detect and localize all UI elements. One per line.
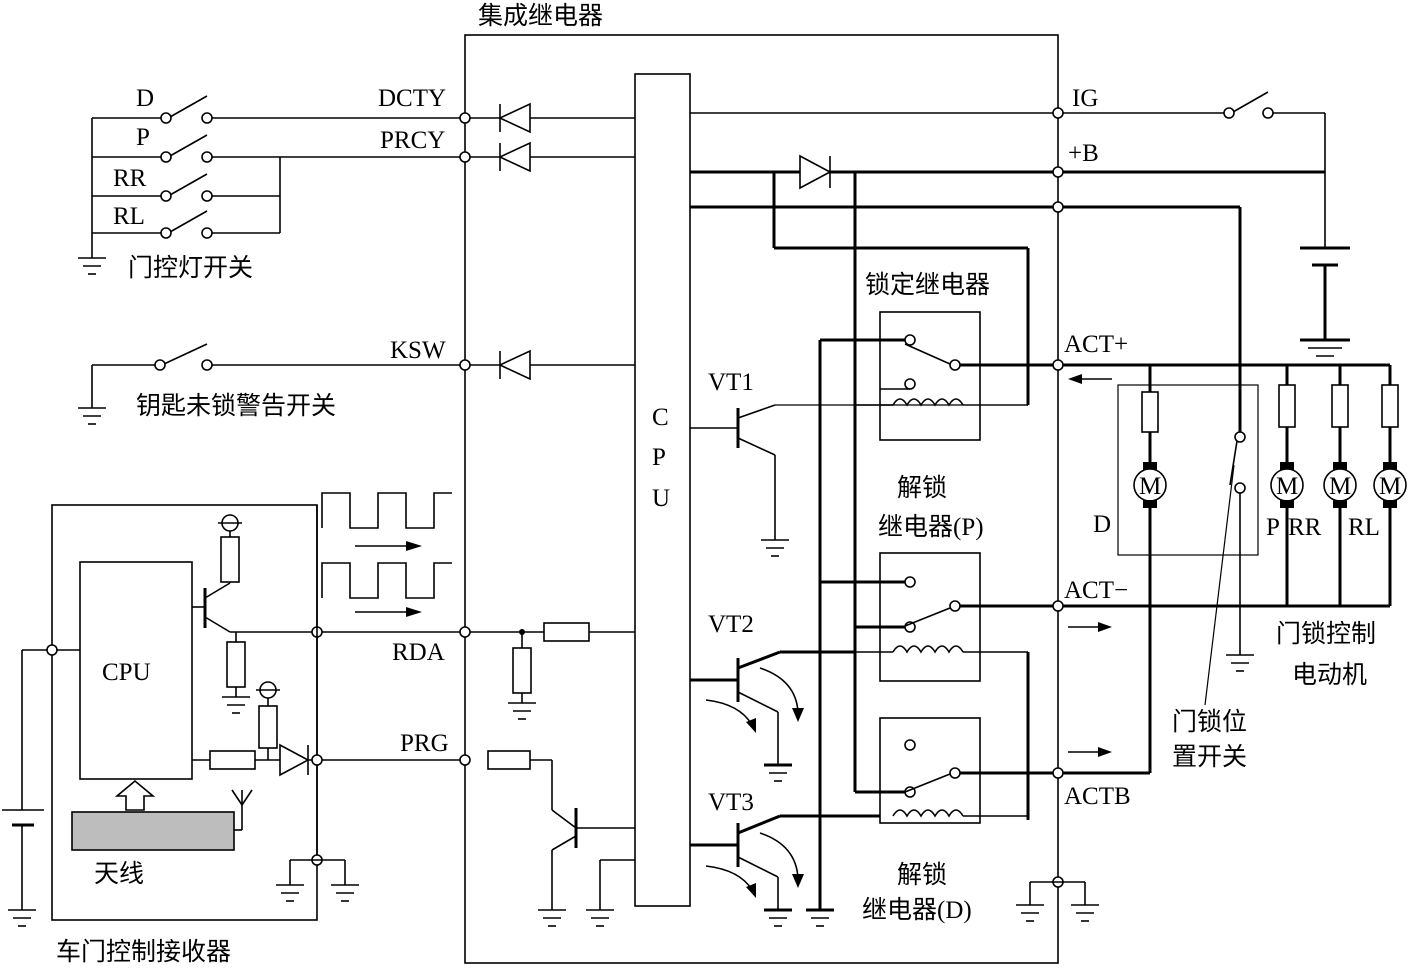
door-light-switch-group: [78, 95, 465, 275]
receiver-grounds: [276, 854, 359, 902]
position-switch-label-line2: 置开关: [1172, 743, 1247, 771]
switch-label-d: D: [136, 85, 154, 112]
driver-door-motor-box: [1117, 384, 1259, 556]
relay-box-grounds: [1016, 876, 1099, 922]
motor-label-p: P: [1266, 514, 1280, 541]
unlock-d-relay-label-line2: 继电器(D): [862, 896, 972, 924]
pin-label-act-plus: ACT+: [1064, 331, 1128, 358]
prg-transistor: [487, 750, 635, 927]
motor-caption-line1: 门锁控制: [1276, 620, 1376, 648]
relay-wiring: [806, 338, 1390, 927]
key-warning-switch: [78, 343, 465, 425]
pin-label-dcty: DCTY: [378, 85, 446, 112]
unlock-p-relay-label-line1: 解锁: [897, 474, 947, 502]
receiver-cpu-label: CPU: [102, 659, 151, 686]
motor-p: [1270, 365, 1304, 606]
prg-receiver-terminal: [311, 754, 323, 766]
pin-label-act-minus: ACT−: [1064, 577, 1128, 604]
motor-p-symbol: M: [1276, 473, 1298, 500]
pin-label-b-plus: +B: [1068, 140, 1099, 167]
rda-junction: [519, 629, 525, 635]
door-light-switch-caption: 门控灯开关: [128, 254, 253, 282]
main-cpu-letter-p: P: [652, 444, 666, 471]
vt2-label: VT2: [708, 611, 754, 638]
motor-rl-symbol: M: [1379, 473, 1401, 500]
motor-label-rl: RL: [1348, 514, 1380, 541]
pin-b-plus-terminal: [1052, 166, 1064, 178]
motor-d-symbol: M: [1139, 473, 1161, 500]
pin-act-plus-terminal: [1052, 359, 1064, 371]
motor-d: [1133, 365, 1167, 773]
lock-relay-box: [879, 311, 981, 441]
power-wiring: [690, 91, 1350, 792]
unlock-p-relay-box: [879, 552, 981, 682]
motor-rr-symbol: M: [1329, 473, 1351, 500]
rda-resistors: [508, 622, 590, 720]
receiver-battery: [2, 649, 80, 927]
pin-actb-terminal: [1052, 767, 1064, 779]
vt1-transistor: [690, 404, 1028, 557]
pin-label-ig: IG: [1072, 85, 1098, 112]
main-cpu-letter-c: C: [652, 404, 669, 431]
main-cpu-block: [634, 73, 691, 907]
pin-label-actb: ACTB: [1064, 783, 1131, 810]
motor-rr: [1323, 365, 1357, 606]
switch-label-rr: RR: [113, 165, 147, 192]
motor-label-rr: RR: [1288, 514, 1322, 541]
unlock-d-relay-contacts: [892, 739, 1028, 818]
signal-waveforms: [321, 492, 452, 617]
pin-prg-terminal: [459, 754, 471, 766]
receiver-power-terminal: [46, 644, 58, 656]
lock-relay-contacts: [855, 334, 1028, 407]
pin-b-aux-terminal: [1052, 201, 1064, 213]
current-arrows: [1068, 374, 1112, 757]
unlock-p-relay-label-line2: 继电器(P): [878, 513, 984, 541]
integrated-relay-box: [464, 34, 1059, 964]
pin-act-minus-terminal: [1052, 600, 1064, 612]
motor-caption-line2: 电动机: [1292, 661, 1367, 689]
vt3-label: VT3: [708, 789, 754, 816]
vt3-transistor: [690, 814, 880, 927]
pin-dcty-terminal: [459, 112, 471, 124]
pin-label-rda: RDA: [392, 639, 445, 666]
pin-ig-terminal: [1052, 107, 1064, 119]
receiver-output: [192, 505, 465, 860]
pin-rda-terminal: [459, 626, 471, 638]
main-cpu-letter-u: U: [652, 485, 670, 512]
pin-ksw-terminal: [459, 359, 471, 371]
switch-label-p: P: [136, 124, 150, 151]
unlock-d-relay-box: [879, 717, 981, 824]
door-lock-position-switch: [1204, 431, 1254, 706]
key-switch-caption: 钥匙未锁警告开关: [136, 392, 336, 420]
input-diodes: [465, 102, 635, 381]
motor-label-d: D: [1093, 511, 1111, 538]
pin-label-ksw: KSW: [390, 337, 446, 364]
receiver-cpu-block: [79, 561, 193, 780]
pin-label-prg: PRG: [400, 730, 449, 757]
vt1-label: VT1: [708, 369, 754, 396]
unlock-d-relay-label-line1: 解锁: [897, 861, 947, 889]
integrated-relay-title: 集成继电器: [478, 2, 603, 30]
pin-label-prcy: PRCY: [380, 127, 445, 154]
vt2-transistor: [690, 650, 855, 782]
pin-prcy-terminal: [459, 151, 471, 163]
receiver-transistor: [192, 514, 317, 714]
motor-rl: [1373, 365, 1407, 606]
unlock-p-relay-contacts: [855, 576, 1028, 654]
switch-label-rl: RL: [113, 203, 145, 230]
position-switch-label-line1: 门锁位: [1172, 708, 1247, 736]
receiver-caption: 车门控制接收器: [56, 938, 231, 966]
antenna-label: 天线: [94, 860, 144, 888]
antenna-block: [71, 779, 253, 851]
lock-relay-label: 锁定继电器: [865, 271, 990, 299]
